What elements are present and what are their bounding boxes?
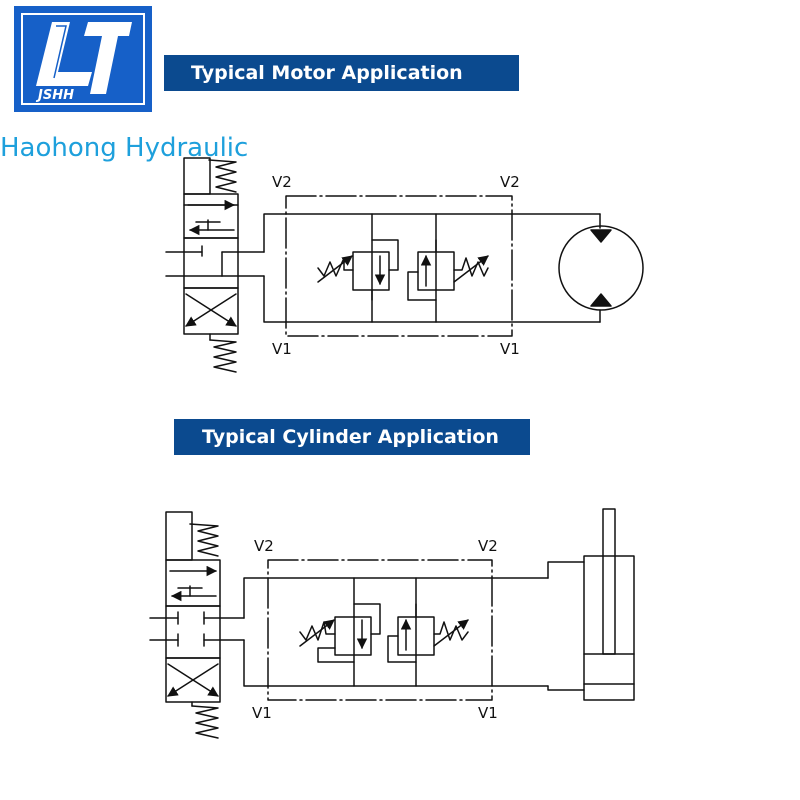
motor-port-v1-right: V1 (500, 340, 520, 358)
logo-text: JSHH (35, 88, 74, 103)
cylinder-port-v1-right: V1 (478, 704, 498, 722)
cylinder-v2-line (243, 577, 269, 619)
motor-application-banner: Typical Motor Application (164, 55, 519, 91)
motor-port-v2-left: V2 (272, 173, 292, 191)
motor-circuit: V2 V2 V1 V1 (165, 157, 644, 373)
motor-directional-valve (165, 157, 265, 373)
cylinder-port-v2-right: V2 (478, 537, 498, 555)
motor-v1-line (263, 275, 287, 323)
cylinder-port-v2-left: V2 (254, 537, 274, 555)
cylinder-directional-valve (149, 511, 245, 739)
motor-port-v1-left: V1 (272, 340, 292, 358)
motor-port-v2-right: V2 (500, 173, 520, 191)
cylinder-application-banner: Typical Cylinder Application (174, 419, 530, 455)
cylinder-valve-block (267, 559, 549, 701)
company-logo: JSHH (14, 6, 152, 112)
cylinder-port-v1-left: V1 (252, 704, 272, 722)
cylinder-circuit: V2 V2 V1 V1 (149, 508, 635, 739)
motor-v2-line (263, 213, 287, 253)
hydraulic-motor-symbol (558, 213, 644, 323)
hydraulic-cylinder-symbol (547, 508, 635, 701)
motor-valve-block (285, 195, 601, 337)
cylinder-v1-line (243, 639, 269, 687)
